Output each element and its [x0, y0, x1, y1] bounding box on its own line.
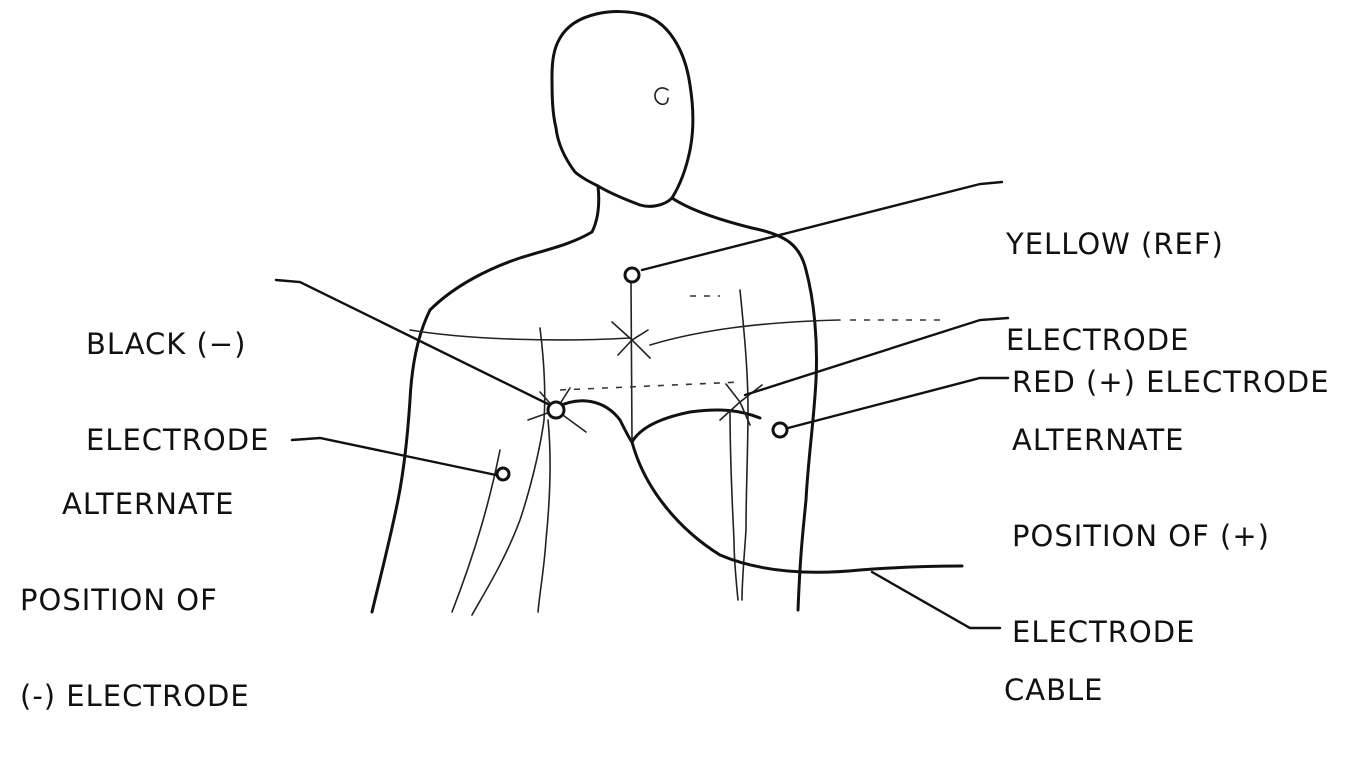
- chest-line-1: [410, 330, 630, 340]
- label-black-line1: BLACK (−): [86, 328, 269, 360]
- leader-cable: [872, 572, 1000, 628]
- ear: [655, 88, 668, 104]
- leader-alt-pos: [788, 378, 1008, 428]
- label-alt-pos-line2: POSITION OF (+): [1012, 520, 1270, 552]
- alt-pos-electrode: [773, 423, 787, 437]
- leader-yellow: [642, 182, 1002, 270]
- label-alt-neg-line1: ALTERNATE: [20, 488, 250, 520]
- label-alt-neg: ALTERNATE POSITION OF (-) ELECTRODE: [20, 424, 250, 776]
- chest-dash-2: [560, 382, 740, 390]
- leader-red: [745, 318, 1008, 395]
- right-forearm: [730, 410, 738, 600]
- left-shoulder-arm: [372, 310, 430, 612]
- right-inner-arm: [740, 290, 748, 600]
- sternum-line: [631, 282, 632, 440]
- label-alt-neg-line3: (-) ELECTRODE: [20, 680, 250, 712]
- leader-alt-neg: [292, 438, 496, 475]
- wire-spark-right: [720, 384, 762, 425]
- alt-neg-electrode: [497, 468, 509, 480]
- electrode-placement-diagram: YELLOW (REF) ELECTRODE BLACK (−) ELECTRO…: [0, 0, 1364, 644]
- label-alt-pos-line1: ALTERNATE: [1012, 424, 1270, 456]
- label-alt-neg-line2: POSITION OF: [20, 584, 250, 616]
- neck-left-shoulder: [430, 186, 599, 310]
- head-outline: [552, 12, 693, 207]
- cable-line: [632, 442, 962, 572]
- label-cable-line1: CABLE: [1004, 674, 1103, 706]
- label-yellow-line1: YELLOW (REF): [1006, 228, 1224, 260]
- leader-black: [276, 280, 550, 405]
- label-cable: CABLE: [1004, 610, 1103, 770]
- yellow-ref-electrode: [625, 268, 639, 282]
